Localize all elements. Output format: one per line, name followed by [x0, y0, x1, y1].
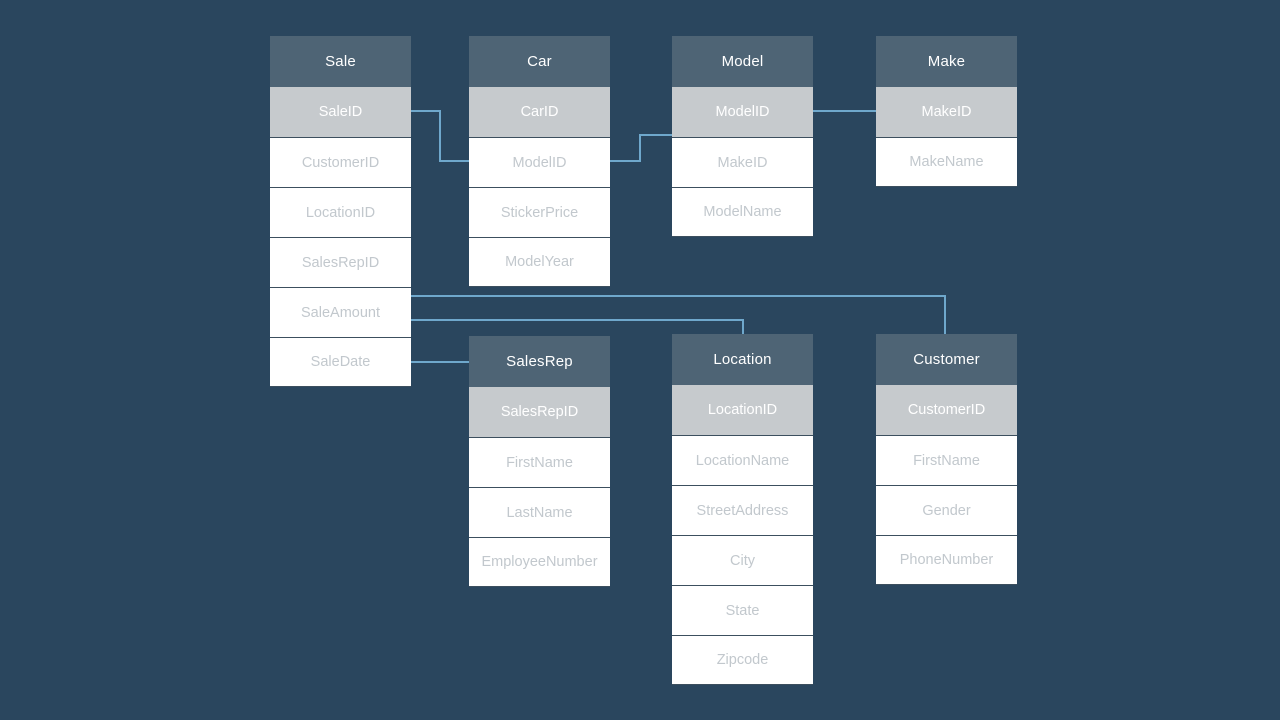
entity-field[interactable]: LocationName [672, 435, 813, 485]
entity-field[interactable]: ModelYear [469, 237, 610, 287]
entity-field[interactable]: SalesRepID [270, 237, 411, 287]
entity-field[interactable]: FirstName [469, 437, 610, 487]
entity-field[interactable]: Zipcode [672, 635, 813, 685]
connector-car-to-model [610, 134, 672, 162]
entity-field[interactable]: ModelName [672, 187, 813, 237]
primary-key-field[interactable]: CarID [469, 87, 610, 137]
entity-title: Sale [270, 36, 411, 87]
entity-title: Car [469, 36, 610, 87]
entity-field[interactable]: SaleDate [270, 337, 411, 387]
entity-title: Customer [876, 334, 1017, 385]
connector-sale-to-car [410, 110, 469, 162]
entity-field[interactable]: ModelID [469, 137, 610, 187]
entity-field[interactable]: LocationID [270, 187, 411, 237]
connector-sale-to-location [410, 319, 744, 334]
primary-key-field[interactable]: LocationID [672, 385, 813, 435]
entity-title: Location [672, 334, 813, 385]
entity-field[interactable]: StickerPrice [469, 187, 610, 237]
entity-field[interactable]: SaleAmount [270, 287, 411, 337]
entity-field[interactable]: StreetAddress [672, 485, 813, 535]
entity-title: Make [876, 36, 1017, 87]
entity-field[interactable]: LastName [469, 487, 610, 537]
entity-field[interactable]: State [672, 585, 813, 635]
entity-field[interactable]: PhoneNumber [876, 535, 1017, 585]
primary-key-field[interactable]: SaleID [270, 87, 411, 137]
entity-field[interactable]: MakeID [672, 137, 813, 187]
primary-key-field[interactable]: SalesRepID [469, 387, 610, 437]
entity-field[interactable]: EmployeeNumber [469, 537, 610, 587]
entity-field[interactable]: MakeName [876, 137, 1017, 187]
entity-title: Model [672, 36, 813, 87]
entity-title: SalesRep [469, 336, 610, 387]
entity-field[interactable]: City [672, 535, 813, 585]
primary-key-field[interactable]: ModelID [672, 87, 813, 137]
entity-field[interactable]: Gender [876, 485, 1017, 535]
primary-key-field[interactable]: MakeID [876, 87, 1017, 137]
connector-sale-to-customer [410, 295, 946, 334]
entity-field[interactable]: FirstName [876, 435, 1017, 485]
entity-field[interactable]: CustomerID [270, 137, 411, 187]
primary-key-field[interactable]: CustomerID [876, 385, 1017, 435]
